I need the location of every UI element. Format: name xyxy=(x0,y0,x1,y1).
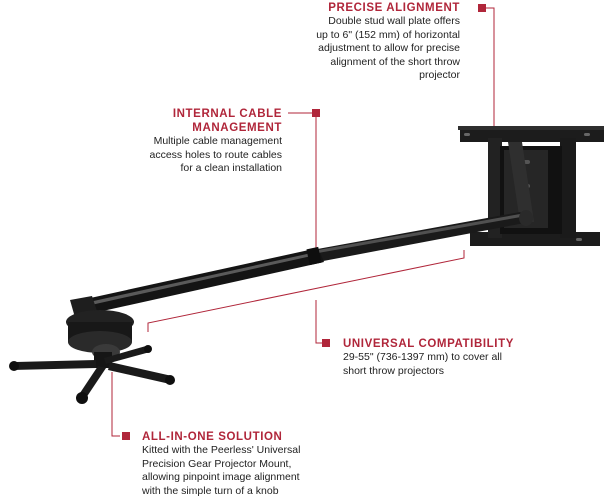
universal-compat-title: UNIVERSAL COMPATIBILITY xyxy=(343,338,514,350)
marker-universal-compat xyxy=(322,339,330,347)
marker-all-in-one xyxy=(122,432,130,440)
wall-plate-diagonal-brace xyxy=(508,142,534,222)
all-in-one-body: Kitted with the Peerless' Universal Prec… xyxy=(142,444,301,497)
callout-all-in-one: ALL-IN-ONE SOLUTION Kitted with the Peer… xyxy=(142,430,362,498)
leader-internal-cable xyxy=(288,112,317,252)
projector-mount-head xyxy=(9,296,175,404)
callout-precise-alignment: PRECISE ALIGNMENT Double stud wall plate… xyxy=(260,1,460,83)
callout-universal-compat: UNIVERSAL COMPATIBILITY 29-55" (736-1397… xyxy=(343,337,583,378)
leader-universal-compat xyxy=(147,250,465,332)
arm-inner-tube xyxy=(72,248,324,316)
wall-plate-slot-6 xyxy=(576,238,582,241)
mount-foot-back xyxy=(144,345,152,353)
universal-compat-body: 29-55" (736-1397 mm) to cover all short … xyxy=(343,351,502,377)
arm-end-cap xyxy=(519,210,533,226)
mount-arm-back xyxy=(104,346,150,364)
arm-collar xyxy=(306,246,322,266)
mount-post xyxy=(94,352,112,368)
leader-universal-drop xyxy=(315,300,324,344)
mount-foot-right xyxy=(165,375,175,385)
internal-cable-body: Multiple cable management access holes t… xyxy=(149,135,283,174)
leader-all-in-one xyxy=(111,372,120,437)
marker-internal-cable xyxy=(312,109,320,117)
leader-lines xyxy=(111,7,495,437)
precise-alignment-title: PRECISE ALIGNMENT xyxy=(328,2,460,14)
mount-foot-left xyxy=(9,361,19,371)
wall-plate-left-rail xyxy=(488,138,502,238)
precise-alignment-body: Double stud wall plate offers up to 6" (… xyxy=(316,15,460,81)
mount-arm-right xyxy=(108,362,172,384)
wall-plate-slot-5 xyxy=(584,133,590,136)
callout-internal-cable: INTERNAL CABLE MANAGEMENT Multiple cable… xyxy=(102,107,283,176)
wall-plate-slot-4 xyxy=(464,133,470,136)
extension-arm xyxy=(72,210,533,316)
internal-cable-title: INTERNAL CABLE MANAGEMENT xyxy=(172,108,282,134)
arm-outer-highlight xyxy=(318,214,521,253)
leader-precise-alignment xyxy=(486,7,495,130)
marker-precise-alignment xyxy=(478,4,486,12)
mount-foot-front xyxy=(76,392,88,404)
wall-plate-top-lip xyxy=(458,126,604,130)
all-in-one-title: ALL-IN-ONE SOLUTION xyxy=(142,431,283,443)
wall-plate-right-rail xyxy=(560,138,576,238)
arm-highlight xyxy=(80,252,316,307)
mount-arm-front xyxy=(78,366,106,398)
mount-arm-left xyxy=(12,360,96,370)
wall-plate-top-bar xyxy=(460,128,604,142)
